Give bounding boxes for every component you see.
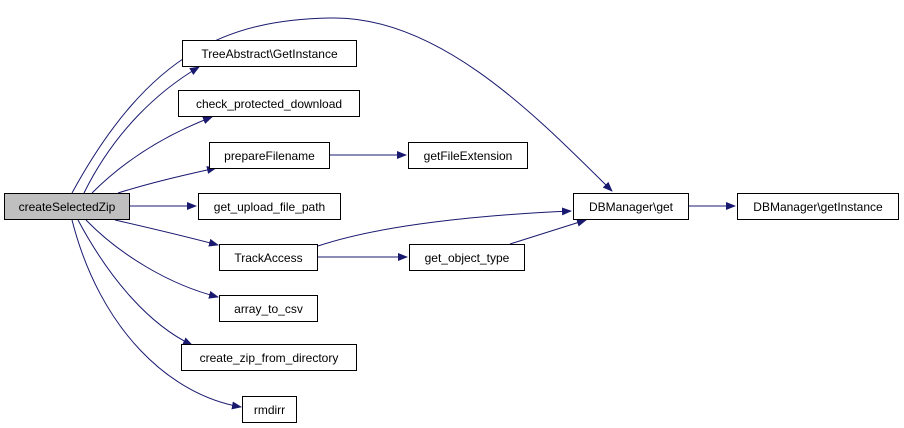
node-check-protected-download[interactable]: check_protected_download bbox=[178, 90, 360, 117]
edge-createSelectedZip-to-TrackAccess bbox=[114, 219, 219, 247]
edge-createSelectedZip-to-check_protected_download bbox=[91, 116, 213, 194]
node-create-zip-from-directory[interactable]: create_zip_from_directory bbox=[181, 344, 357, 371]
node-get-upload-file-path[interactable]: get_upload_file_path bbox=[198, 193, 341, 220]
edge-createSelectedZip-to-prepareFilename bbox=[117, 166, 217, 194]
node-rmdirr[interactable]: rmdirr bbox=[242, 396, 297, 423]
edge-createSelectedZip-to-create_zip_from_directory bbox=[77, 219, 193, 346]
node-DBManager-getInstance[interactable]: DBManager\getInstance bbox=[737, 193, 899, 220]
node-getFileExtension[interactable]: getFileExtension bbox=[408, 142, 528, 169]
node-createSelectedZip: createSelectedZip bbox=[4, 193, 130, 220]
edge-get_object_type-to-DBManager_get bbox=[509, 218, 587, 245]
edge-createSelectedZip-to-rmdirr bbox=[71, 219, 242, 410]
node-TreeAbstract-GetInstance[interactable]: TreeAbstract\GetInstance bbox=[182, 40, 357, 67]
edge-TrackAccess-to-DBManager_get bbox=[317, 207, 572, 247]
node-TrackAccess[interactable]: TrackAccess bbox=[219, 244, 318, 271]
node-array-to-csv[interactable]: array_to_csv bbox=[219, 295, 318, 322]
edge-createSelectedZip-to-TreeAbstract_GetInstance bbox=[83, 66, 200, 194]
edge-createSelectedZip-to-DBManager_get bbox=[71, 17, 613, 194]
node-prepareFilename[interactable]: prepareFilename bbox=[209, 142, 330, 169]
edge-createSelectedZip-to-array_to_csv bbox=[85, 219, 219, 299]
node-get-object-type[interactable]: get_object_type bbox=[409, 244, 525, 271]
node-DBManager-get[interactable]: DBManager\get bbox=[573, 193, 689, 220]
